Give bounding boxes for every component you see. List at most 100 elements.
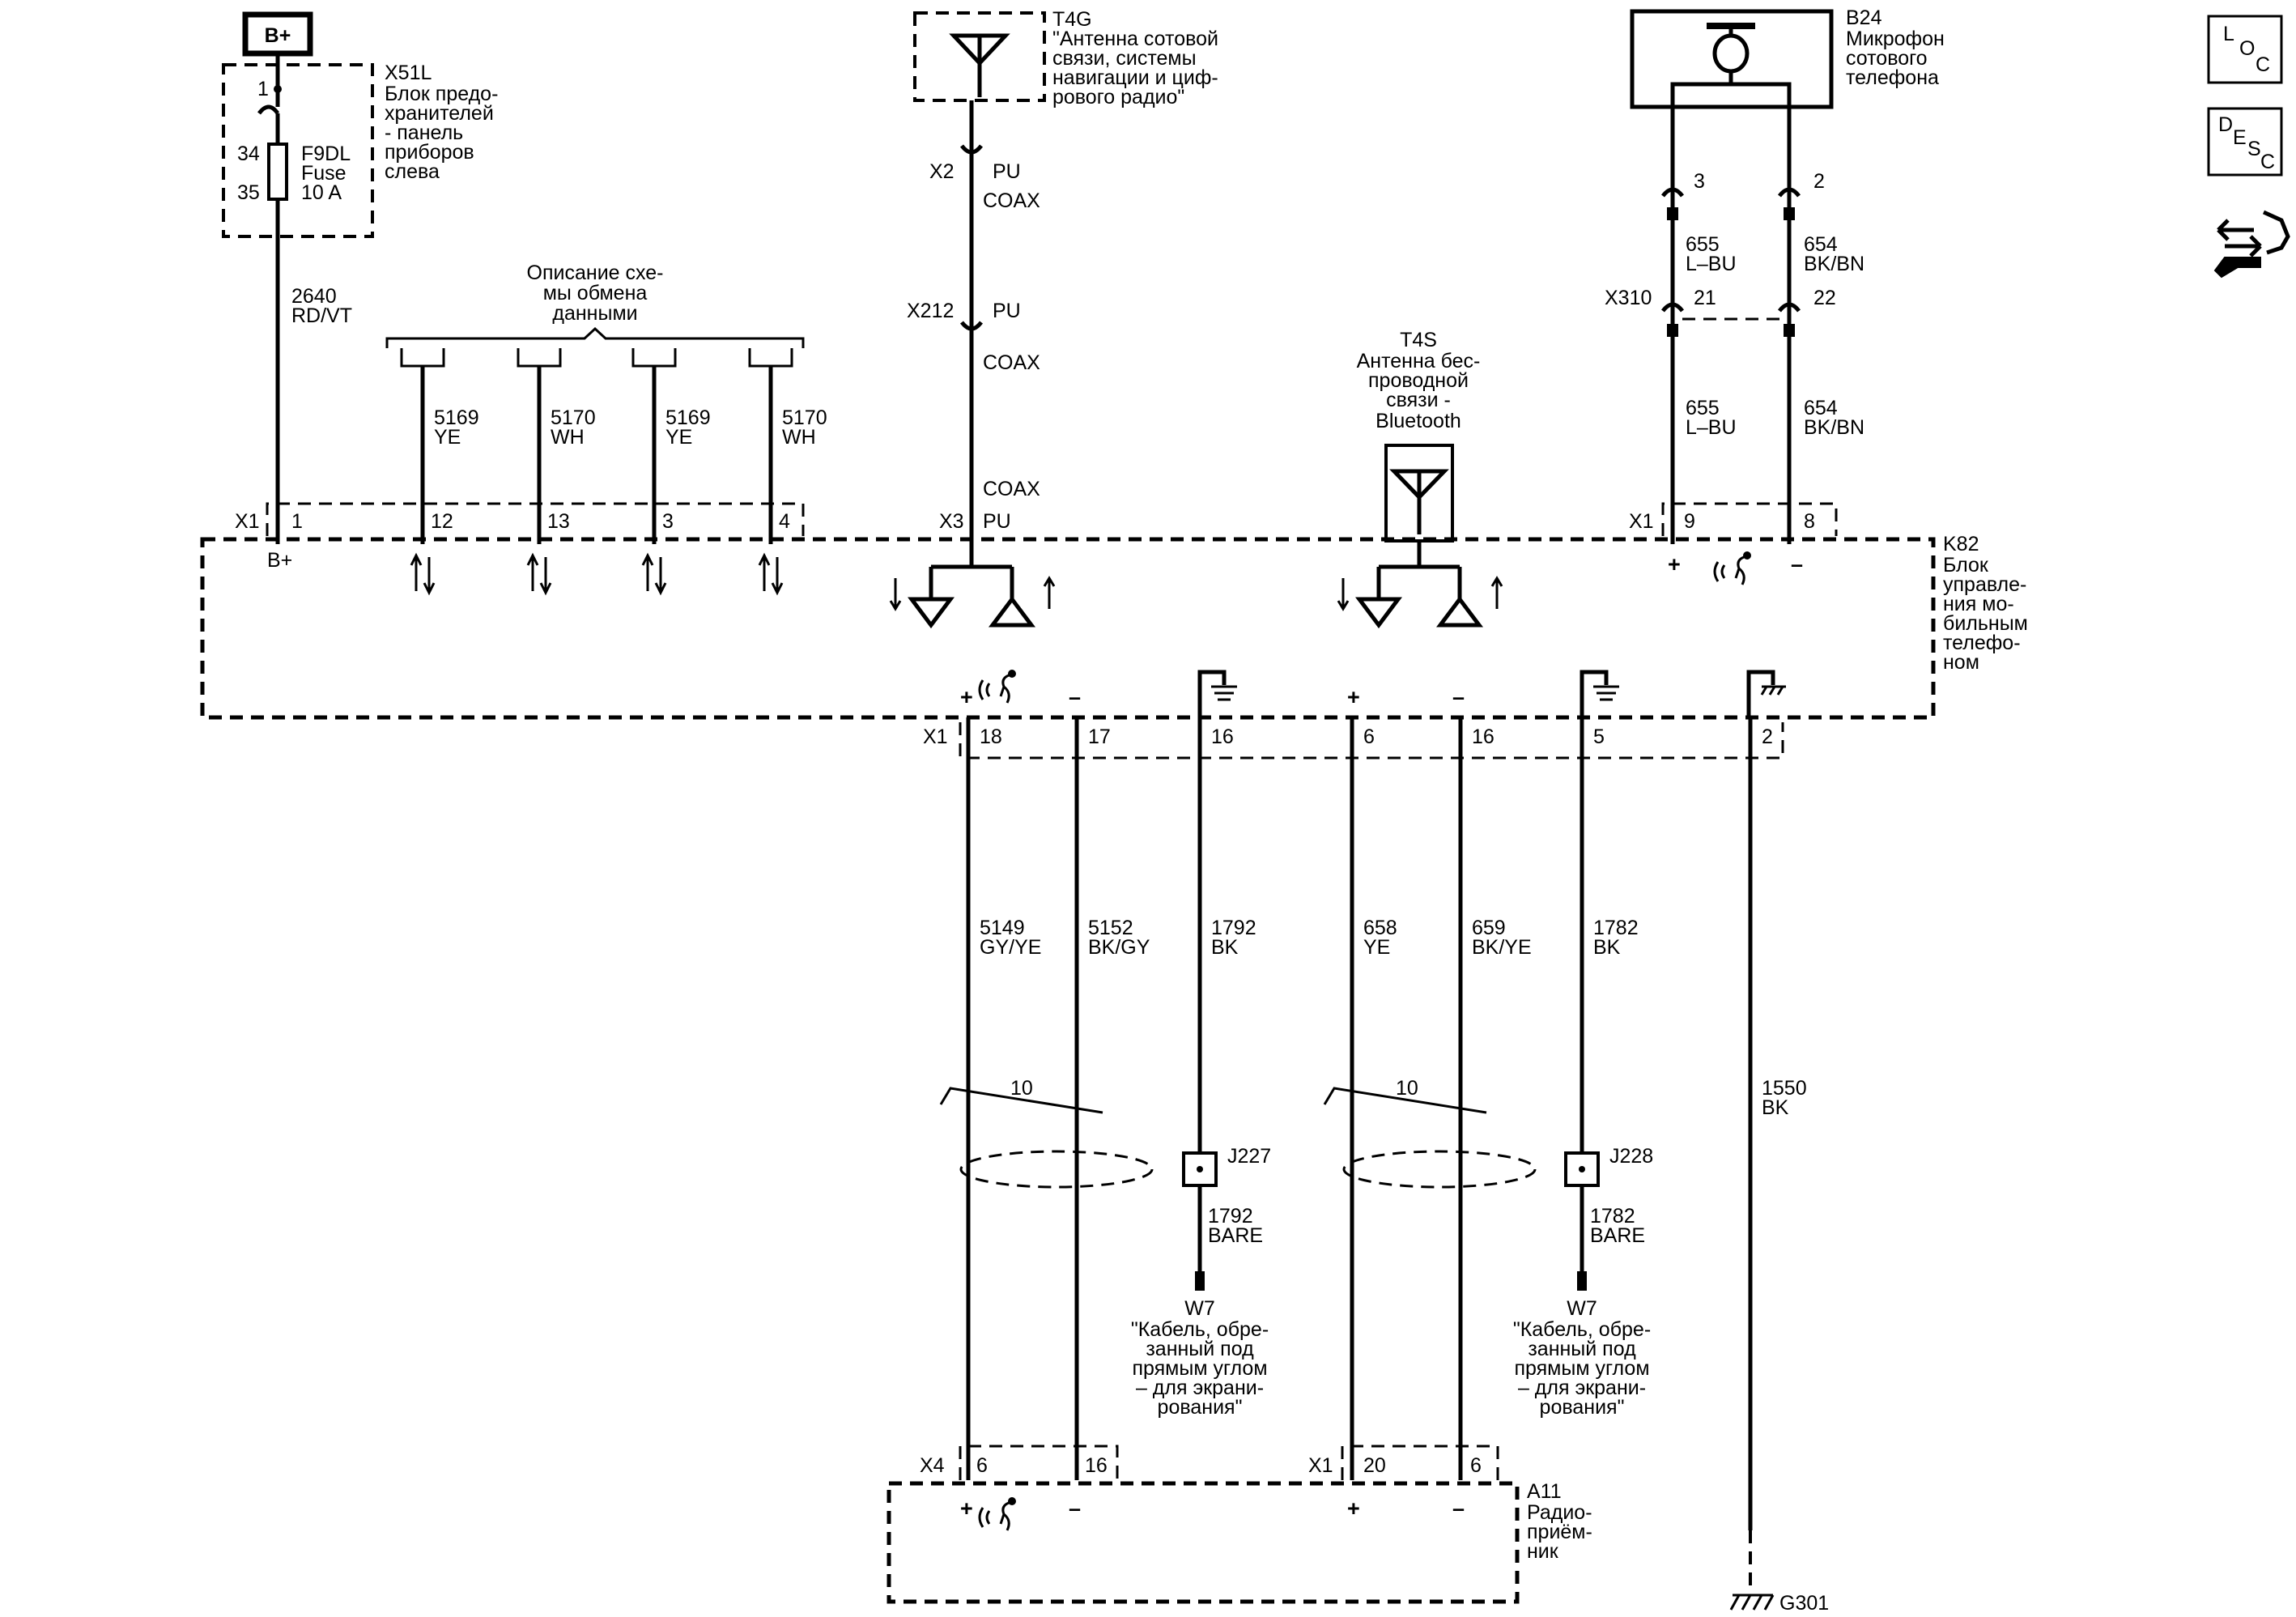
module-ref: K82 xyxy=(1943,533,1979,555)
module-name-6: ном xyxy=(1943,651,1979,674)
drain-left-ref: W7 xyxy=(1184,1297,1215,1320)
fuse-pin-a: 34 xyxy=(237,143,260,165)
cell-antenna-name-3: навигации и циф- xyxy=(1052,66,1218,89)
data-bus-label-3: данными xyxy=(552,302,637,325)
bt-antenna-name-4: Bluetooth xyxy=(1375,410,1461,432)
drain-right-ref: W7 xyxy=(1567,1297,1597,1320)
drain-right-name-2: занный под xyxy=(1528,1338,1636,1360)
wire-color: BK xyxy=(1762,1096,1789,1119)
radio-conn-right: X1 xyxy=(1308,1454,1333,1477)
wire-num: 659 xyxy=(1472,917,1506,939)
bus-connector-icon xyxy=(631,348,677,368)
svg-text:S: S xyxy=(2247,138,2261,160)
mic-pin-right: 2 xyxy=(1813,170,1825,193)
coax-conn2: X212 xyxy=(907,300,954,322)
data-bus-label-2: мы обмена xyxy=(543,282,648,304)
fuse-pin-top: 1 xyxy=(257,78,269,100)
cell-antenna-name-1: "Антенна сотовой xyxy=(1052,28,1218,50)
bus-wire-num: 5170 xyxy=(551,406,596,429)
splice-j228: J228 1782 BARE xyxy=(1564,1145,1653,1291)
module-pin-mic-plus: 9 xyxy=(1684,510,1695,533)
drain-right-name-4: – для экрани- xyxy=(1518,1377,1646,1399)
mic-conn-pin-right: 22 xyxy=(1813,287,1836,309)
fuse-block-name-3: - панель xyxy=(385,121,463,144)
coax-conn3-type: PU xyxy=(983,510,1011,533)
module-bottom-pin: 18 xyxy=(980,726,1002,748)
bidirectional-arrow-icon xyxy=(410,552,436,596)
wire-color: BK xyxy=(1593,936,1621,959)
shield-ground-icon-1 xyxy=(1197,670,1237,717)
desc-button[interactable]: D E S C xyxy=(2207,107,2283,177)
radio-in1-plus: + xyxy=(960,1496,973,1521)
coax-label-1: COAX xyxy=(983,189,1040,212)
drain-left-name-5: рования" xyxy=(1158,1396,1243,1419)
splice-left-color: BARE xyxy=(1208,1224,1263,1247)
radio-name-3: ник xyxy=(1527,1540,1559,1563)
twisted-pair-left: 10 xyxy=(939,1077,1154,1189)
wire-color: GY/YE xyxy=(980,936,1041,959)
bt-antenna-name-1: Антенна бес- xyxy=(1357,350,1481,372)
coax-conn2-type: PU xyxy=(993,300,1021,322)
fuse-pin-b: 35 xyxy=(237,181,260,204)
splice-right-num: 1782 xyxy=(1590,1205,1635,1228)
bt-antenna-name-2: проводной xyxy=(1368,369,1469,392)
bt-antenna-port-icon xyxy=(1337,541,1503,629)
module-bottom-pin: 5 xyxy=(1593,726,1605,748)
audio-out-icon xyxy=(978,670,1016,704)
twist-right-label: 10 xyxy=(1396,1077,1418,1100)
shield-ground-icon-2 xyxy=(1580,670,1619,717)
svg-text:C: C xyxy=(2256,53,2270,76)
mic-name-2: сотового xyxy=(1846,47,1928,70)
module-pin-mic-minus: 8 xyxy=(1804,510,1815,533)
module-bottom-pin: 16 xyxy=(1472,726,1495,748)
wire-2640-color: RD/VT xyxy=(291,304,352,327)
out1-plus: + xyxy=(960,685,973,709)
drain-right-name-1: "Кабель, обре- xyxy=(1513,1318,1651,1341)
connector-tool-icon[interactable] xyxy=(2213,210,2290,279)
b-plus-label: B+ xyxy=(265,24,291,47)
splice-left-ref: J227 xyxy=(1227,1145,1271,1168)
module-name-2: управле- xyxy=(1943,573,2026,596)
wire-color: YE xyxy=(1363,936,1390,959)
radio-audio-icon xyxy=(978,1497,1016,1531)
microphone-audio-icon xyxy=(1713,551,1751,585)
module-bplus-label: B+ xyxy=(267,549,292,572)
radio-pin-l2: 16 xyxy=(1085,1454,1108,1477)
mic-wire-right-color: BK/BN xyxy=(1804,253,1864,275)
mic-wire-right-num2: 654 xyxy=(1804,397,1838,419)
wire-color: BK xyxy=(1211,936,1239,959)
radio-receiver: X4 6 16 X1 20 6 + – + – A11 Радио- приём… xyxy=(887,1445,1592,1604)
bus-connector-icon xyxy=(400,348,445,368)
bus-wire-color: YE xyxy=(434,426,461,449)
fuse-block-name-1: Блок предо- xyxy=(385,83,498,105)
fuse-block: X51L Блок предо- хранителей - панель при… xyxy=(222,62,498,238)
module-bottom-pin: 6 xyxy=(1363,726,1375,748)
wire-num: 658 xyxy=(1363,917,1397,939)
wire-num: 5149 xyxy=(980,917,1025,939)
svg-text:D: D xyxy=(2218,113,2233,136)
loc-button[interactable]: L O C xyxy=(2207,15,2283,84)
drain-right-name-3: прямым углом xyxy=(1514,1357,1649,1380)
radio-name-2: приём- xyxy=(1527,1521,1592,1543)
bidirectional-arrow-icon xyxy=(641,552,667,596)
drain-left-label: W7 "Кабель, обре- занный под прямым угло… xyxy=(1131,1297,1269,1419)
bus-connector-icon xyxy=(517,348,562,368)
cell-antenna-name-4: рового радио" xyxy=(1052,86,1184,109)
coax-conn3: X3 xyxy=(939,510,964,533)
ground-ref: G301 xyxy=(1779,1592,1829,1615)
mic-wire-left-num2: 655 xyxy=(1686,397,1720,419)
microphone: B24 Микрофон сотового телефона xyxy=(1630,6,1945,109)
svg-text:O: O xyxy=(2239,37,2255,60)
bt-antenna-icon xyxy=(1389,469,1449,534)
fuse-block-name-2: хранителей xyxy=(385,102,494,125)
cell-antenna: T4G "Антенна сотовой связи, системы нави… xyxy=(913,8,1218,109)
cell-antenna-port-icon xyxy=(889,559,1056,629)
drain-right-label: W7 "Кабель, обре- занный под прямым угло… xyxy=(1513,1297,1651,1419)
radio-in2-plus: + xyxy=(1347,1496,1360,1521)
wire-num: 5152 xyxy=(1088,917,1133,939)
mic-wire-left-color2: L–BU xyxy=(1686,416,1737,439)
mic-minus-sign: – xyxy=(1791,552,1803,577)
wire-num: 1782 xyxy=(1593,917,1639,939)
mic-wire-left-num: 655 xyxy=(1686,233,1720,256)
